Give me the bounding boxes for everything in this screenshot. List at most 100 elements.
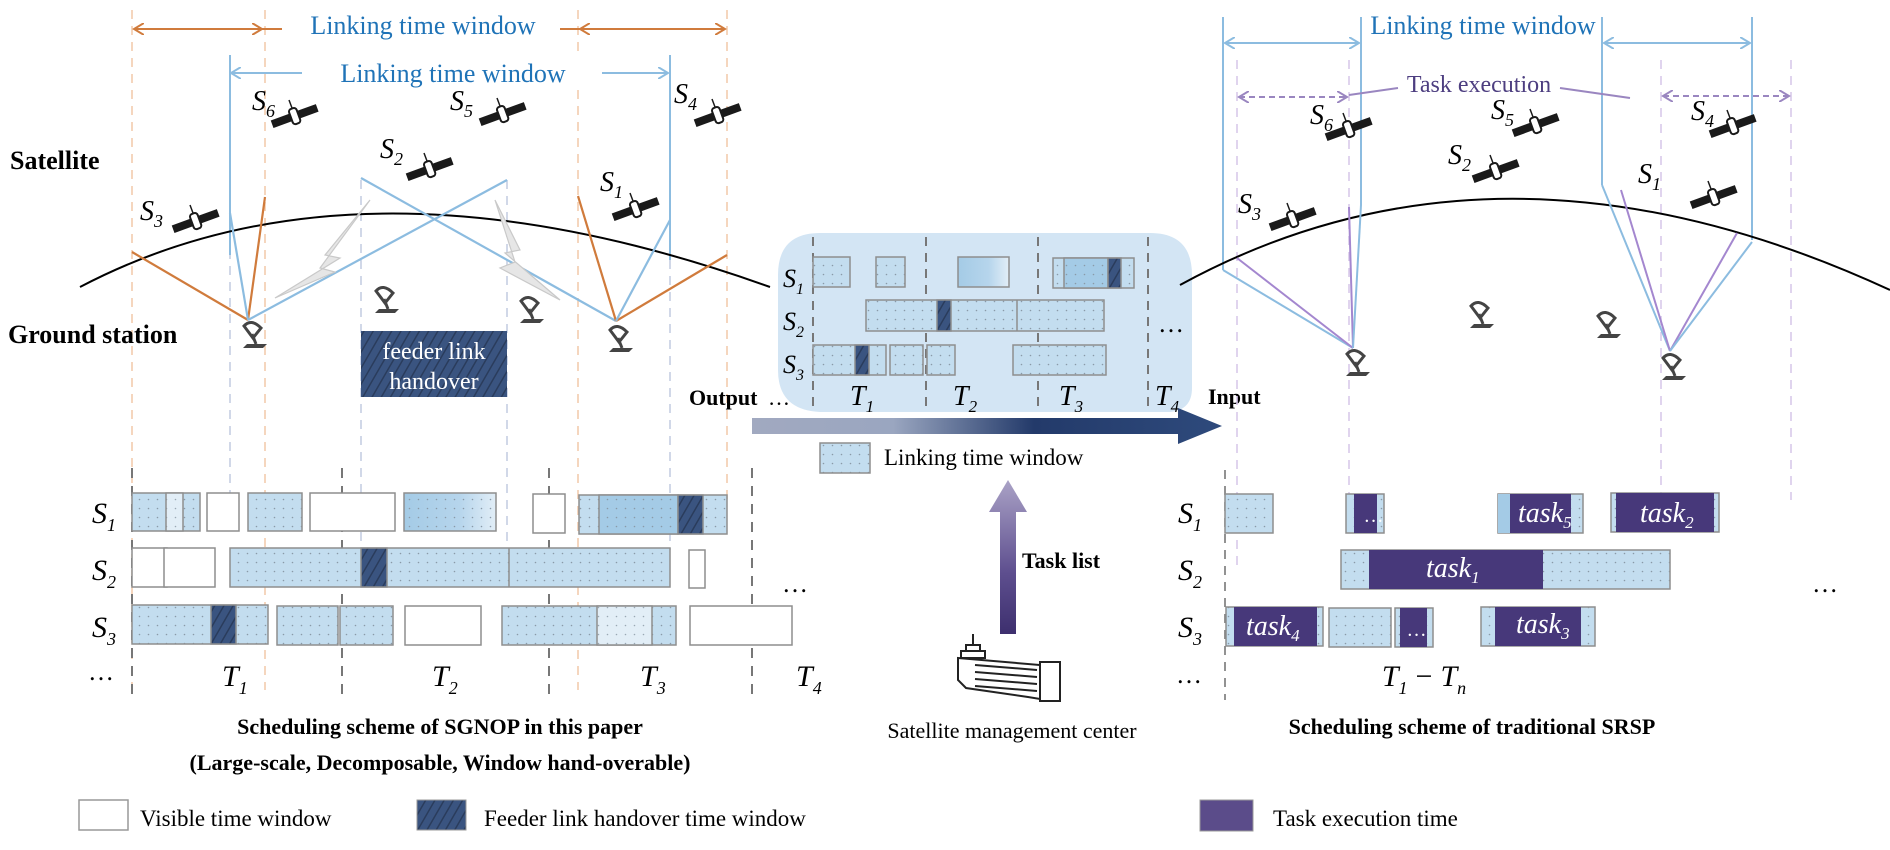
legend-visible-label: Visible time window [140, 806, 332, 831]
feeder-handover-bar [936, 299, 952, 332]
task-execution-bar [1510, 494, 1571, 533]
satellite-row-label: Satellite [10, 146, 100, 175]
link-line [1222, 269, 1354, 349]
center-bars [812, 256, 1135, 376]
output-label: Output [689, 385, 758, 410]
feeder-handover-bar [677, 494, 704, 535]
task-ellipsis: … [1408, 619, 1426, 641]
sat-label: S1 [600, 167, 623, 202]
linking-window-bar [598, 494, 679, 535]
linking-window-title-mid: Linking time window [340, 59, 566, 88]
task-label: task5 [1518, 498, 1572, 532]
link-line [247, 179, 508, 321]
visible-window-bar [404, 605, 482, 646]
linking-window-title-top: Linking time window [310, 11, 536, 40]
task-ellipsis: … [1365, 505, 1383, 527]
link-line [1620, 189, 1671, 352]
linking-window-bar [926, 344, 956, 376]
feeder-handover-box [361, 331, 507, 397]
dot-overlay [404, 493, 496, 531]
link-line [1669, 241, 1753, 352]
management-center-icon [957, 634, 1061, 702]
linking-window-bar [812, 256, 851, 288]
bottom-legend: Visible time window Feeder link handover… [78, 799, 1458, 832]
visible-window-bar [309, 492, 396, 532]
linking-window-bar [1012, 344, 1107, 376]
right-caption: Scheduling scheme of traditional SRSP [1289, 714, 1656, 739]
period-range-label: T1−Tn [1382, 660, 1466, 698]
right-linking-title: Linking time window [1370, 11, 1596, 40]
row-label: S1 [1178, 497, 1202, 535]
satellite-icon [1470, 154, 1521, 185]
linking-window-bar [229, 547, 671, 588]
period-label: T1 [850, 381, 874, 416]
linking-window-bar [276, 605, 339, 646]
satellite-icon [404, 152, 455, 183]
visible-window-bar [688, 549, 706, 589]
link-line [1236, 257, 1354, 349]
more-cols-ellipsis: … [782, 569, 808, 598]
right-schedule-bars [1224, 492, 1720, 648]
right-panel: Linking time window Task execution S6 S5… [1176, 11, 1890, 739]
sat-label: S4 [1691, 96, 1714, 131]
period-label: T4 [1155, 381, 1180, 416]
orbit-arc [79, 212, 771, 288]
sat-label: S4 [674, 79, 697, 114]
center-more-ellipsis: … [1158, 309, 1184, 338]
ground-station-icon [241, 320, 269, 350]
output-input-arrow-icon [752, 408, 1222, 444]
task-execution-bar [1354, 494, 1377, 533]
left-caption-line1: Scheduling scheme of SGNOP in this paper [237, 714, 643, 739]
sat-label: S3 [1238, 189, 1261, 224]
task-execution-bar [1400, 608, 1427, 647]
task-list-arrow-icon [989, 480, 1027, 634]
row-label: S2 [92, 554, 116, 592]
visible-window-bar [163, 547, 216, 588]
left-row-s3 [131, 604, 793, 646]
link-lines [131, 177, 728, 322]
row-label: S2 [1178, 554, 1202, 592]
satellite-icon [170, 204, 221, 235]
right-more-cols: … [1812, 569, 1838, 598]
management-center-label: Satellite management center [887, 718, 1137, 743]
satellite-icon [269, 99, 320, 130]
ground-station-icon [1468, 300, 1496, 330]
satellite-icon [477, 97, 528, 128]
task-label: task1 [1426, 553, 1480, 587]
right-satellite-labels: S6 S5 S4 S2 S1 S3 [1238, 95, 1714, 224]
sat-label: S1 [1638, 159, 1661, 194]
task-list-label: Task list [1022, 548, 1101, 573]
link-line [228, 212, 250, 321]
left-row-s1 [131, 492, 728, 535]
linking-window-bar [131, 604, 269, 645]
ground-station-icon [518, 295, 546, 325]
legend-task-swatch [1199, 799, 1254, 832]
ground-station-icon [1595, 310, 1623, 340]
linking-window-bar [247, 492, 303, 532]
visible-window-bar [206, 492, 240, 532]
feeder-handover-bar [854, 344, 870, 376]
linking-window-bar [1224, 493, 1274, 534]
left-satellite-labels: S6 S5 S4 S2 S1 S3 [140, 79, 697, 231]
right-link-lines [1222, 184, 1753, 352]
visible-window-bar [689, 605, 793, 646]
legend-feeder-label: Feeder link handover time window [484, 806, 806, 831]
sat-label: S3 [140, 196, 163, 231]
task-execution-title: Task execution [1407, 72, 1551, 98]
linking-window-bar [596, 605, 653, 646]
task-labels: … … task5 task2 task1 task4 task3 [1246, 498, 1694, 645]
link-line [576, 195, 618, 322]
left-panel: Linking time window Linking time window [8, 10, 822, 775]
sat-label: S6 [1310, 100, 1333, 135]
row-label: S2 [783, 307, 804, 341]
linking-window-bar [165, 492, 184, 532]
period-label: T2 [953, 381, 978, 416]
visible-window-bar [532, 493, 566, 534]
row-label: S3 [783, 350, 804, 384]
feeder-box-line1: feeder link [382, 339, 485, 365]
linking-window-bar [1063, 257, 1109, 289]
link-line [246, 196, 267, 321]
link-line [131, 251, 249, 321]
center-period-labels: T1 T2 T3 T4 [850, 381, 1180, 416]
sat-label: S2 [380, 134, 403, 169]
